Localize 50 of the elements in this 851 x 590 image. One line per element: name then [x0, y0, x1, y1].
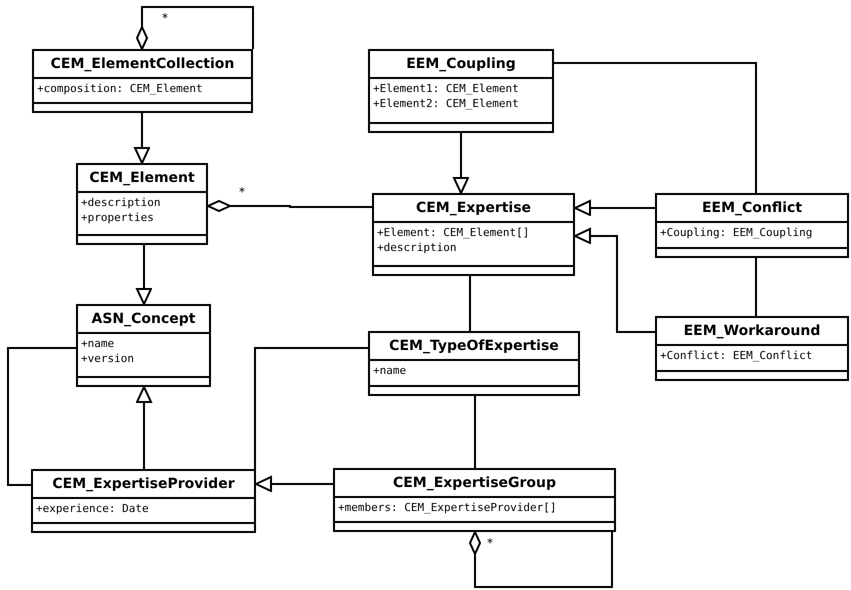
generalization-arrow: [574, 200, 655, 216]
class-attribute: +version: [81, 352, 134, 365]
class-name: EEM_Workaround: [684, 323, 820, 339]
class-name: CEM_ElementCollection: [50, 56, 234, 72]
class-box: [368, 331, 580, 396]
class-attribute: +Element2: CEM_Element: [373, 97, 519, 110]
class-name: CEM_TypeOfExpertise: [389, 338, 559, 354]
class-attribute: +Conflict: EEM_Conflict: [660, 349, 812, 362]
association-line: [755, 258, 757, 316]
class-box: [32, 49, 253, 113]
class-attribute: +description: [377, 241, 456, 254]
association-line: [7, 347, 76, 486]
class-name: CEM_ExpertiseProvider: [52, 476, 235, 492]
class-box: [655, 193, 849, 258]
generalization-arrow: [136, 245, 152, 305]
class-attribute: +composition: CEM_Element: [37, 82, 203, 95]
class-attribute: +Coupling: EEM_Coupling: [660, 226, 812, 239]
aggregation-line: [136, 6, 254, 50]
class-box: [372, 193, 575, 276]
association-line: [474, 396, 476, 468]
class-name: CEM_Expertise: [416, 200, 532, 216]
class-attribute: +Element1: CEM_Element: [373, 82, 519, 95]
association-line: [554, 62, 757, 193]
class-box: [333, 468, 616, 532]
class-attribute: +experience: Date: [36, 502, 149, 515]
generalization-arrow: [255, 476, 333, 492]
generalization-arrow: [574, 228, 655, 333]
class-attribute: +description: [81, 196, 160, 209]
aggregation-line: [469, 531, 613, 588]
class-box: [76, 304, 211, 387]
class-box: [368, 49, 554, 133]
association-line: [469, 276, 471, 331]
class-box: [76, 163, 208, 245]
class-name: EEM_Conflict: [702, 200, 802, 216]
class-box: [655, 316, 849, 381]
generalization-arrow: [136, 386, 152, 469]
class-name: ASN_Concept: [91, 311, 196, 327]
generalization-arrow: [453, 133, 469, 194]
class-attribute: +name: [373, 364, 406, 377]
class-name: CEM_ExpertiseGroup: [392, 475, 556, 491]
class-name: EEM_Coupling: [406, 56, 516, 72]
generalization-arrow: [134, 113, 150, 164]
aggregation-line: [207, 200, 372, 212]
class-attribute: +members: CEM_ExpertiseProvider[]: [338, 501, 557, 514]
association-line: [254, 347, 368, 469]
class-attribute: +Element: CEM_Element[]: [377, 226, 530, 239]
class-name: CEM_Element: [89, 170, 195, 186]
class-attribute: +name: [81, 337, 114, 350]
class-box: [31, 469, 256, 533]
class-attribute: +properties: [81, 211, 154, 224]
